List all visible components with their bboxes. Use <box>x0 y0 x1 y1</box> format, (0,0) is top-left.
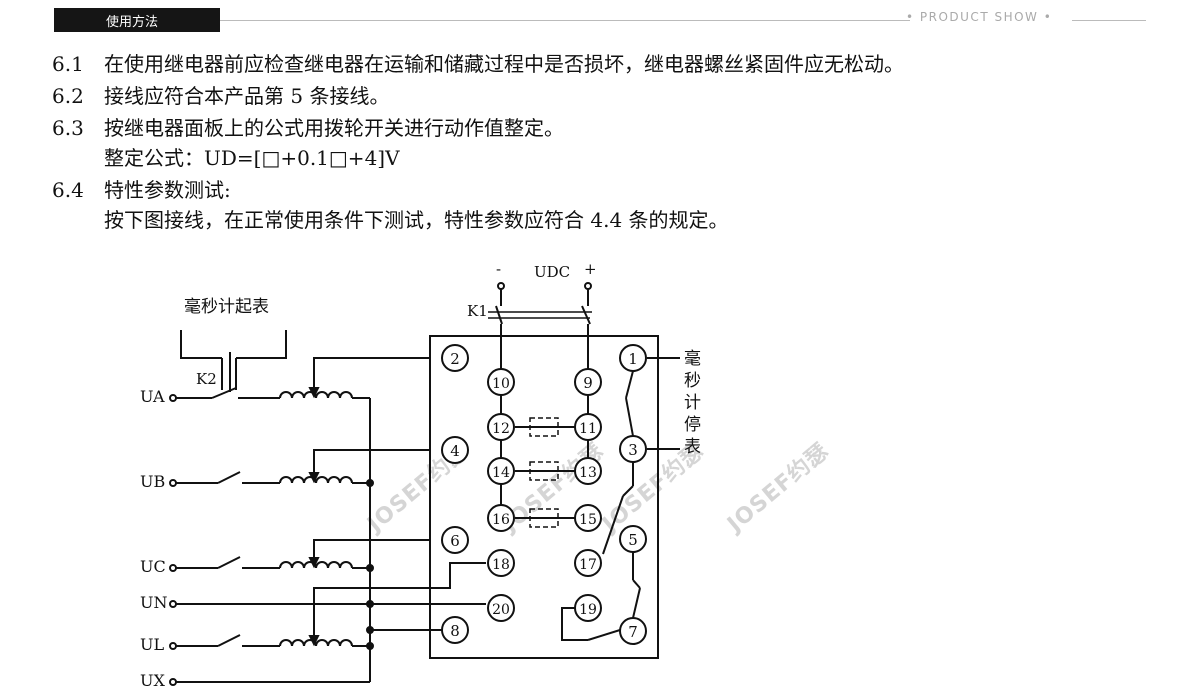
section-tag-label: 使用方法 <box>106 15 159 30</box>
dc-plus-node <box>584 282 592 290</box>
stop-timer-label: 毫 <box>684 349 701 369</box>
terminal-16: 16 <box>487 504 515 532</box>
terminal-2: 2 <box>441 344 469 372</box>
terminal-14: 14 <box>487 457 515 485</box>
svg-text:16: 16 <box>492 512 510 528</box>
k1-label: K1 <box>467 302 488 320</box>
terminal-15: 15 <box>574 504 602 532</box>
udc-label: UDC <box>534 263 570 281</box>
svg-text:秒: 秒 <box>684 371 701 391</box>
terminal-19: 19 <box>574 594 602 622</box>
section-tag: 使用方法 <box>54 8 220 32</box>
terminal-13: 13 <box>574 457 602 485</box>
relay-body <box>429 335 659 659</box>
svg-text:停: 停 <box>684 415 701 435</box>
header-divider <box>220 20 910 21</box>
input-ul: UL <box>140 635 164 654</box>
terminal-7: 7 <box>619 617 647 645</box>
svg-text:11: 11 <box>579 421 597 437</box>
svg-text:6: 6 <box>450 532 460 550</box>
svg-text:9: 9 <box>583 374 593 392</box>
terminal-3: 3 <box>619 435 647 463</box>
terminal-5: 5 <box>619 525 647 553</box>
svg-text:7: 7 <box>628 623 638 641</box>
dc-minus-node <box>497 282 505 290</box>
svg-text:14: 14 <box>492 465 510 481</box>
svg-text:4: 4 <box>450 442 460 460</box>
svg-text:5: 5 <box>628 531 638 549</box>
svg-text:13: 13 <box>579 465 597 481</box>
header-divider-right <box>1072 20 1146 21</box>
input-ux: UX <box>140 671 165 690</box>
plus-label: + <box>584 260 597 278</box>
svg-text:19: 19 <box>579 602 597 618</box>
input-un: UN <box>140 593 167 612</box>
terminal-1: 1 <box>619 344 647 372</box>
svg-text:计: 计 <box>684 393 701 413</box>
input-uc: UC <box>140 557 166 576</box>
minus-label: - <box>496 260 501 278</box>
terminal-11: 11 <box>574 413 602 441</box>
k2-label: K2 <box>196 370 217 388</box>
product-show-label: • PRODUCT SHOW • <box>906 10 1053 24</box>
svg-text:2: 2 <box>450 350 460 368</box>
svg-text:15: 15 <box>579 512 597 528</box>
terminal-12: 12 <box>487 413 515 441</box>
svg-text:12: 12 <box>492 421 510 437</box>
terminal-4: 4 <box>441 436 469 464</box>
svg-text:表: 表 <box>684 437 701 457</box>
input-ub: UB <box>140 472 165 491</box>
terminal-20: 20 <box>487 594 515 622</box>
terminal-8: 8 <box>441 616 469 644</box>
formula-line: 整定公式：UD=[□+0.1□+4]V <box>104 146 400 170</box>
terminal-10: 10 <box>487 368 515 396</box>
svg-text:10: 10 <box>492 376 510 392</box>
terminal-9: 9 <box>574 368 602 396</box>
start-timer-label: 毫秒计起表 <box>184 297 269 317</box>
terminal-6: 6 <box>441 526 469 554</box>
svg-text:20: 20 <box>492 602 510 618</box>
svg-text:3: 3 <box>628 441 638 459</box>
svg-text:17: 17 <box>579 557 597 573</box>
svg-text:1: 1 <box>628 350 638 368</box>
terminal-18: 18 <box>487 549 515 577</box>
svg-text:18: 18 <box>492 557 510 573</box>
terminal-17: 17 <box>574 549 602 577</box>
input-ua: UA <box>140 387 165 406</box>
test-instruction: 按下图接线，在正常使用条件下测试，特性参数应符合 4.4 条的规定。 <box>104 208 729 232</box>
svg-text:8: 8 <box>450 622 460 640</box>
